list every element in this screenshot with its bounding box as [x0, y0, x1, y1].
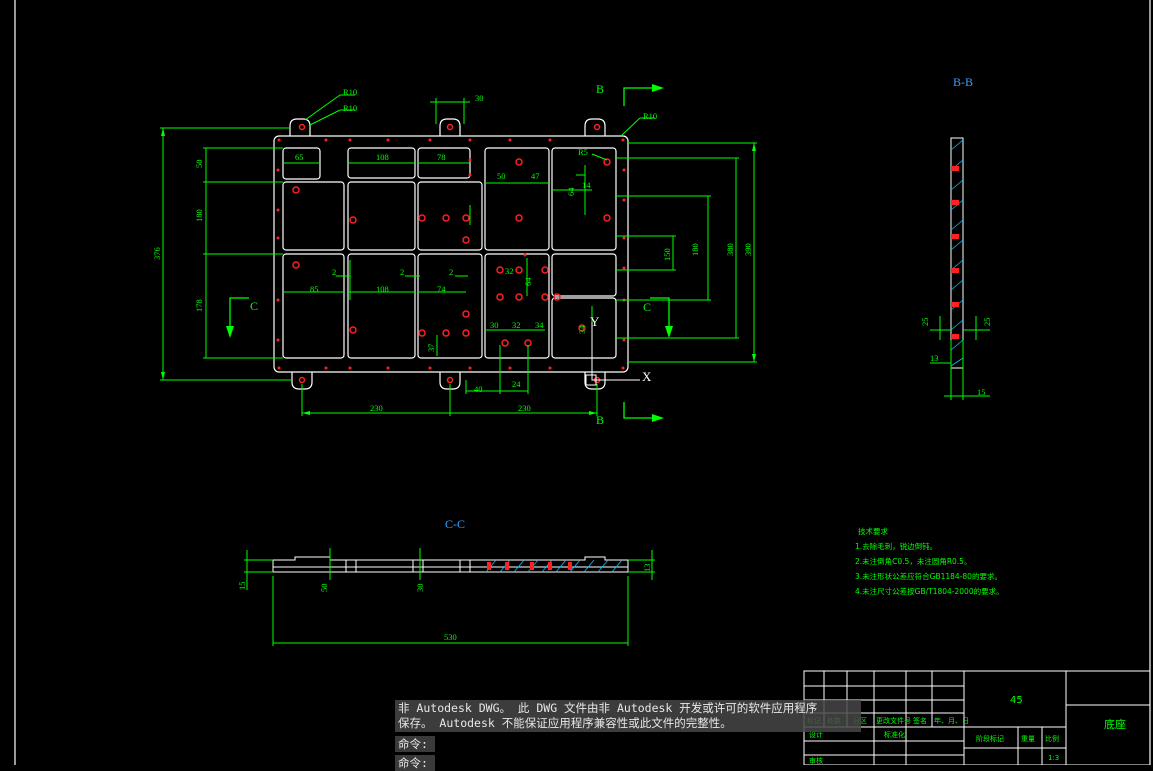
- dimension-label: 50: [194, 160, 204, 169]
- main-plan-view: BBCCXYR10R10R103065108785047R51464222851…: [152, 82, 757, 427]
- title-block-cell: 更改文件号: [876, 716, 911, 725]
- title-block-cell: 签名: [913, 716, 927, 725]
- tech-req-item: 2.未注倒角C0.5，未注圆角R0.5。: [855, 556, 971, 566]
- title-block-cell: 设计: [809, 730, 823, 739]
- dimension-label: 24: [512, 379, 521, 389]
- dimension-label: 37: [426, 344, 436, 353]
- command-prompt[interactable]: 命令:: [395, 736, 435, 752]
- dimension-label: 530: [444, 632, 457, 642]
- dimension-label: 30: [490, 320, 499, 330]
- dimension-label: 30: [475, 93, 484, 103]
- dimension-label: 50: [319, 584, 329, 593]
- dimension-label: 50: [497, 171, 506, 181]
- dimension-label: 34: [535, 320, 544, 330]
- dimension-label: 230: [370, 403, 383, 413]
- section-title: C-C: [445, 517, 465, 531]
- dimension-label: 150: [662, 248, 672, 261]
- ucs-icon: [585, 322, 640, 386]
- tech-req-item: 1.去除毛刺，锐边倒钝。: [855, 541, 937, 551]
- title-block-cell: 标准化: [884, 730, 905, 739]
- ucs-x-label: X: [642, 369, 652, 384]
- dimension-label: 32: [505, 266, 514, 276]
- section-bb-view: B-B 25 25 13 15: [920, 75, 992, 400]
- dimension-label: 14: [582, 180, 591, 190]
- dimension-label: 25: [982, 318, 992, 327]
- dimension-label: 108: [376, 152, 389, 162]
- tech-req-item: 4.未注尺寸公差按GB/T1804-2000的要求。: [855, 586, 1004, 596]
- dimension-label: 15: [977, 387, 986, 397]
- dimension-label: 34: [577, 325, 587, 334]
- dimension-label: R10: [343, 87, 357, 97]
- dimension-label: 13: [642, 564, 652, 573]
- title-block-material: 45: [1010, 695, 1023, 706]
- dimension-label: 40: [474, 384, 483, 394]
- dimension-label: R10: [643, 111, 657, 121]
- title-block-cell: 阶段标记: [976, 734, 1004, 743]
- dimension-label: 47: [531, 171, 540, 181]
- dimension-label: 230: [518, 403, 531, 413]
- tech-req-item: 3.未注形状公差应符合GB1184-80的要求。: [855, 571, 1002, 581]
- dimension-label: 78: [437, 152, 446, 162]
- ucs-y-label: Y: [590, 314, 600, 329]
- title-block-cell: 审核: [809, 756, 823, 765]
- dimension-label: 180: [690, 243, 700, 256]
- command-input[interactable]: 命令:: [395, 755, 435, 771]
- dimension-label: 65: [295, 152, 304, 162]
- tech-req-title: 技术要求: [858, 526, 888, 536]
- dimension-label: R10: [343, 103, 357, 113]
- section-mark: B: [596, 413, 604, 427]
- dimension-label: 380: [725, 243, 735, 256]
- dimension-label: 74: [437, 284, 446, 294]
- dimension-label: R5: [578, 147, 588, 157]
- title-block-cell: 1:3: [1048, 754, 1059, 762]
- dimension-label: 85: [310, 284, 319, 294]
- title-block-cell: 比例: [1045, 734, 1059, 743]
- command-history: 非 Autodesk DWG。 此 DWG 文件由非 Autodesk 开发或许…: [395, 700, 861, 732]
- dimension-label: 30: [415, 584, 425, 593]
- dimension-label: 390: [743, 243, 753, 256]
- dimension-label: 13: [930, 353, 939, 363]
- dimension-label: 32: [512, 320, 521, 330]
- section-mark: C: [643, 300, 651, 314]
- mounting-holes: [292, 123, 611, 384]
- title-block-cell: 重量: [1021, 735, 1035, 743]
- dimension-label: 108: [376, 284, 389, 294]
- dimension-label: 2: [449, 267, 453, 277]
- technical-requirements: 技术要求 1.去除毛刺，锐边倒钝。 2.未注倒角C0.5，未注圆角R0.5。 3…: [855, 526, 1004, 596]
- section-mark: B: [596, 82, 604, 96]
- dimension-label: 64: [523, 277, 533, 286]
- dimension-label: 2: [400, 267, 404, 277]
- command-message-line: 保存。 Autodesk 不能保证应用程序兼容性或此文件的完整性。: [398, 716, 732, 730]
- title-block-part-name: 底座: [1104, 717, 1126, 731]
- dimension-label: 180: [194, 209, 204, 222]
- section-title: B-B: [953, 75, 973, 89]
- section-mark: C: [250, 299, 258, 313]
- dimension-label: 25: [920, 318, 930, 327]
- drawing-frame: [14, 0, 1151, 765]
- dimension-label: 64: [566, 187, 576, 196]
- dimension-label: 15: [237, 582, 247, 591]
- dimension-label: 178: [194, 299, 204, 312]
- section-cc-view: C-C 15 50 30 13 530: [237, 517, 655, 646]
- dimension-label: 2: [332, 267, 336, 277]
- command-message-line: 非 Autodesk DWG。 此 DWG 文件由非 Autodesk 开发或许…: [398, 701, 818, 715]
- dimension-label: 376: [152, 247, 162, 260]
- title-block-cell: 年、月、日: [934, 716, 969, 725]
